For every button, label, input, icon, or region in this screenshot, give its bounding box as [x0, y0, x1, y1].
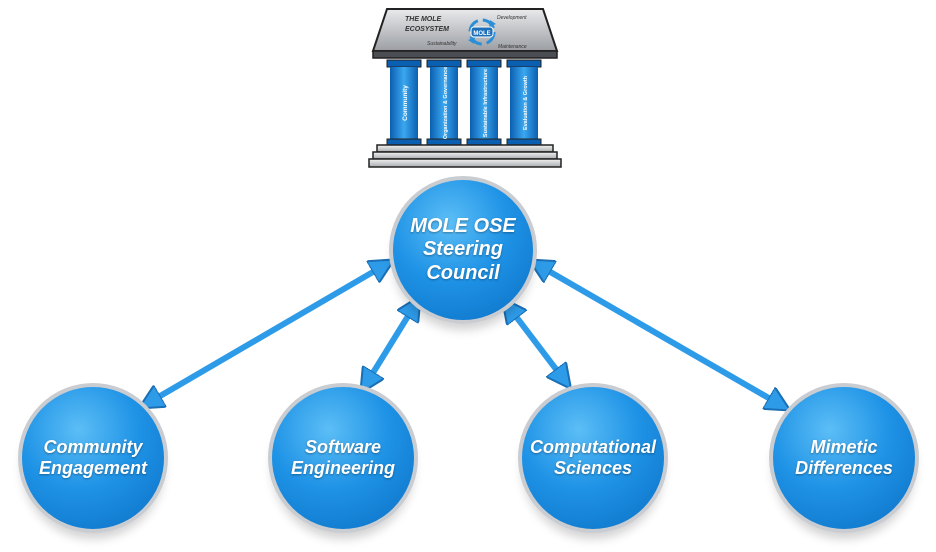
mole-logo-text: MOLE — [473, 31, 490, 37]
pillar-label-evaluation: Evaluation & Growth — [523, 75, 529, 130]
steering-council-node: MOLE OSE Steering Council — [389, 176, 537, 324]
software-engineering-label: Software Engineering — [290, 436, 395, 478]
community-engagement-label: Community Engagement — [38, 436, 148, 478]
connector-software-engineering — [363, 300, 418, 389]
roof-label-sustainability: Sustainability — [427, 41, 457, 47]
connector-mimetic-differences — [533, 262, 786, 408]
mole-logo-badge — [470, 26, 494, 38]
mole-ecosystem-temple: THE MOLE ECOSYSTEM Development Sustainab… — [368, 8, 562, 168]
pillar-infrastructure: Sustainable Infrastructure — [466, 59, 502, 146]
mimetic-differences-node: Mimetic Differences — [769, 383, 919, 533]
computational-sciences-node: Computational Sciences — [518, 383, 668, 533]
roof-label-maintenance: Maintenance — [498, 44, 527, 50]
pillar-community: Community — [386, 59, 422, 146]
roof-label-development: Development — [497, 15, 527, 21]
computational-sciences-label: Computational Sciences — [530, 436, 656, 478]
connector-community-engagement — [143, 262, 390, 406]
steering-council-label: MOLE OSE Steering Council — [410, 214, 516, 284]
circular-arrows-icon — [468, 18, 496, 46]
pillar-label-infrastructure: Sustainable Infrastructure — [483, 69, 489, 137]
community-engagement-node: Community Engagement — [18, 383, 168, 533]
temple-base-step3 — [368, 158, 562, 168]
connector-computational-sciences — [505, 302, 568, 385]
pillar-label-community: Community — [402, 85, 409, 121]
software-engineering-node: Software Engineering — [268, 383, 418, 533]
mimetic-differences-label: Mimetic Differences — [795, 436, 893, 478]
temple-title-line2: ECOSYSTEM — [405, 26, 449, 33]
temple-title-line1: THE MOLE — [405, 16, 441, 23]
temple-architrave — [372, 50, 558, 59]
pillar-label-governance: Organization & Governance — [443, 67, 449, 139]
